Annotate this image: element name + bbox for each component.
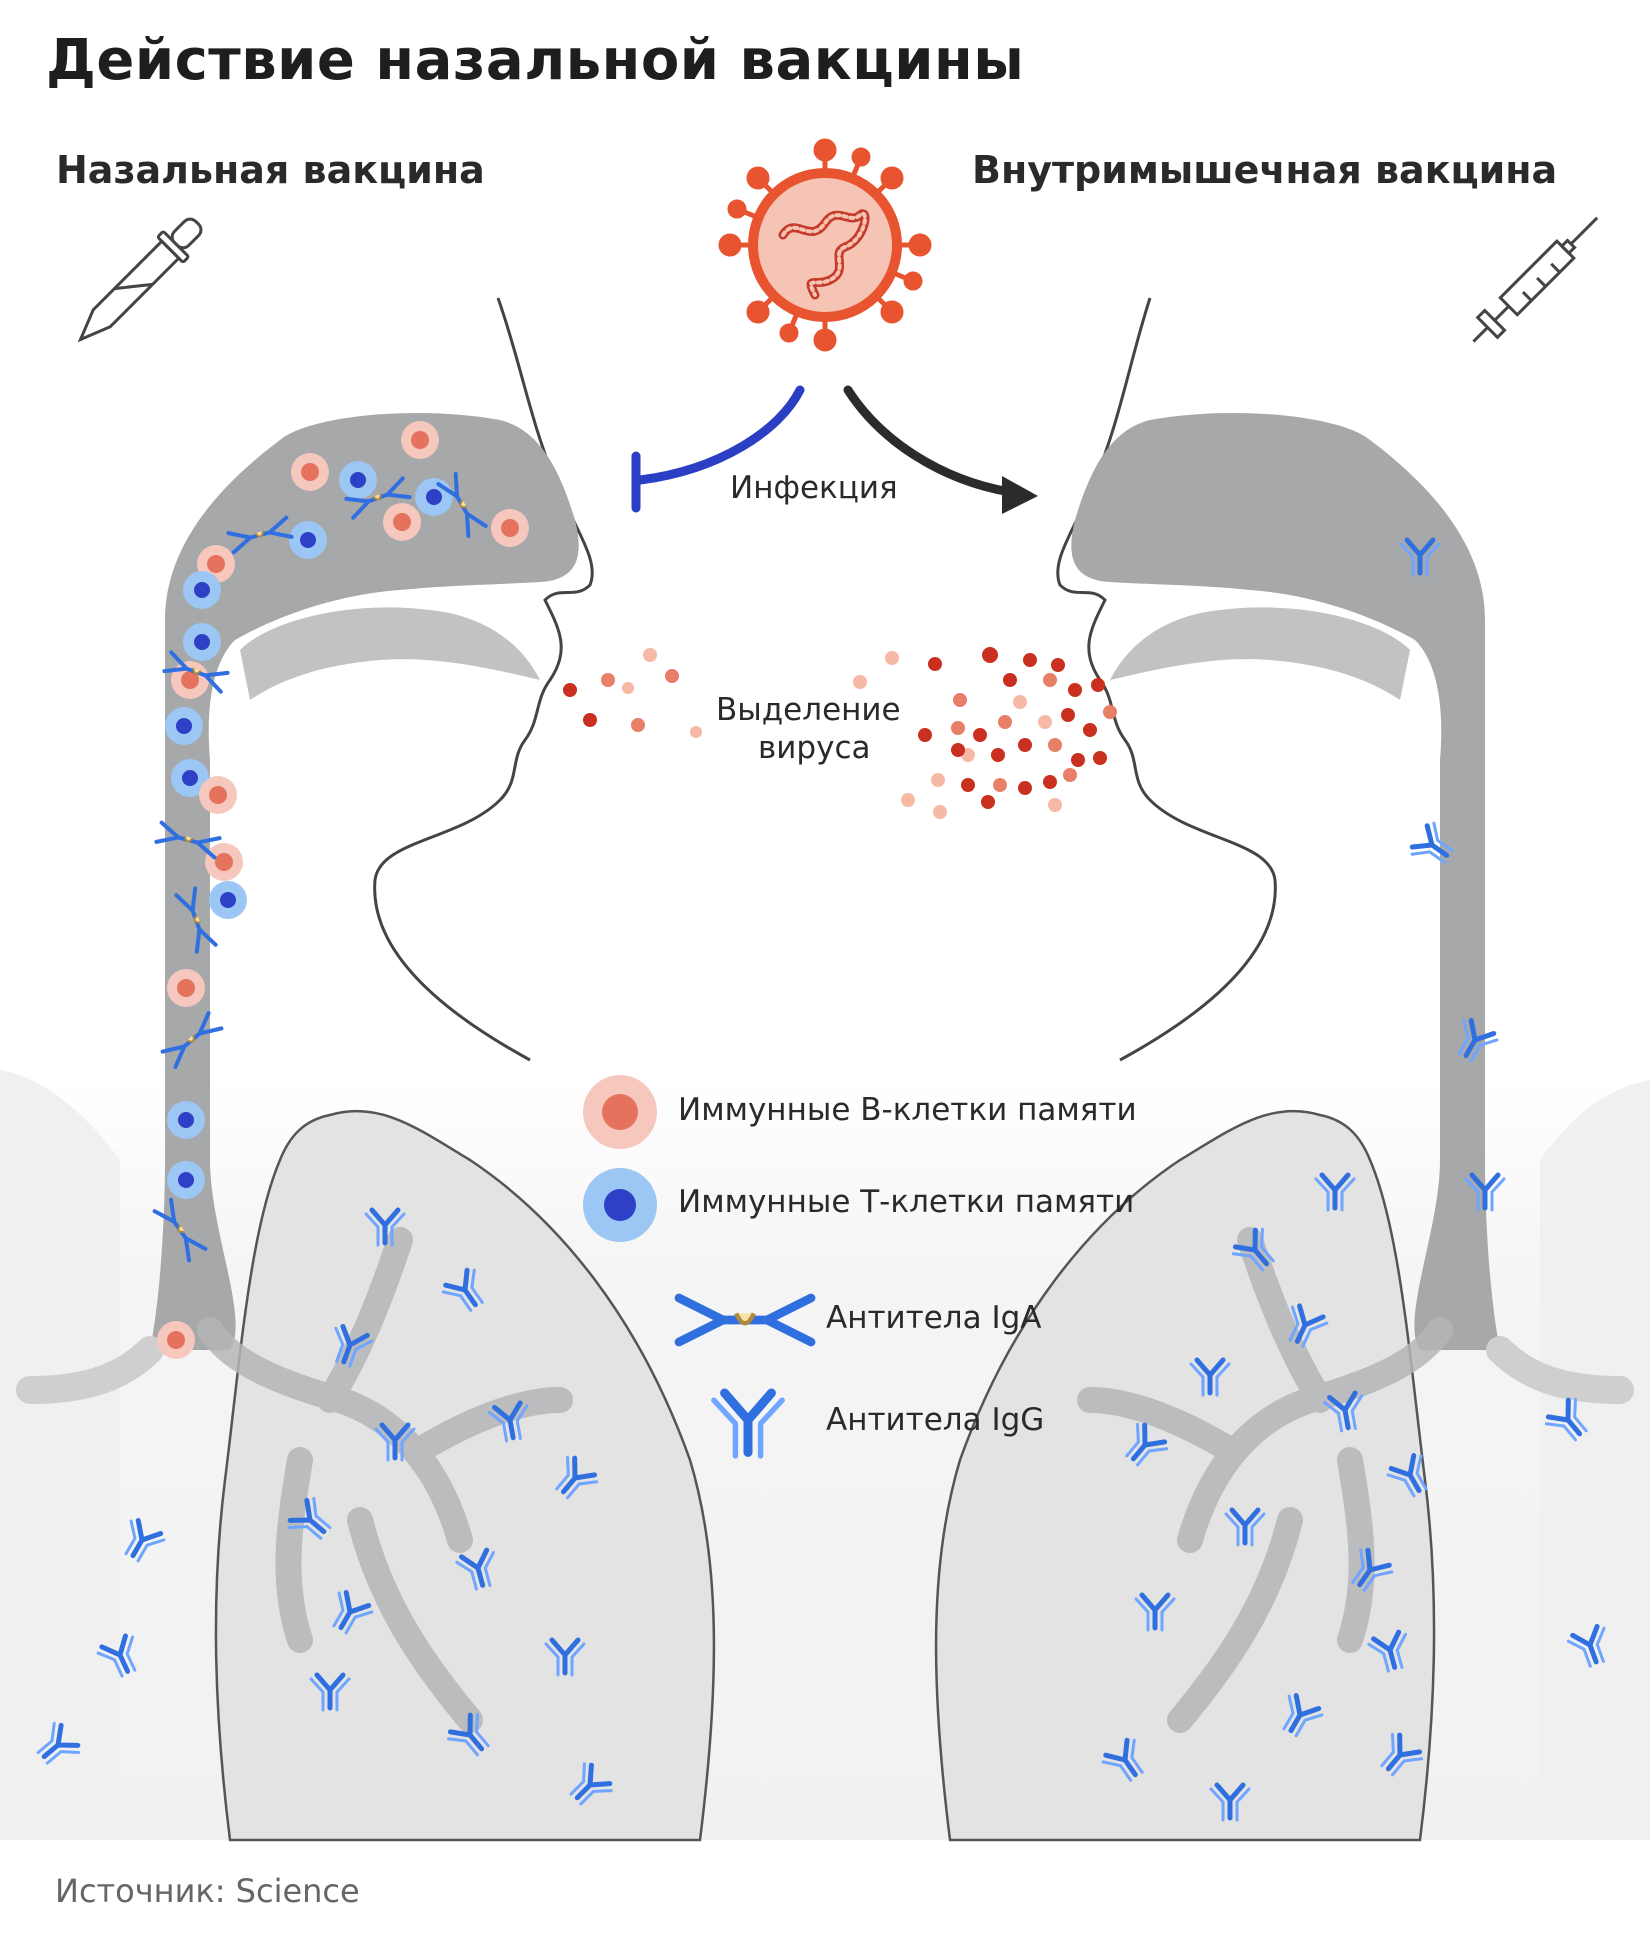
left-airway xyxy=(150,412,579,1351)
right-oral-cavity xyxy=(1110,607,1410,700)
left-oral-cavity xyxy=(240,607,540,700)
legend-b-cells: Иммунные В-клетки памяти xyxy=(678,1092,1137,1128)
legend-t-cell-icon xyxy=(583,1168,657,1242)
right-head-outline xyxy=(1056,297,1277,1062)
infection-label: Инфекция xyxy=(730,470,898,506)
legend-iga: Антитела IgA xyxy=(826,1300,1042,1336)
shedding-label-line1: Выделение xyxy=(716,692,901,728)
left-outer-lung xyxy=(0,1070,120,1840)
source-note: Источник: Science xyxy=(55,1872,360,1910)
virus-shedding-dots xyxy=(563,647,1117,819)
right-header: Внутримышечная вакцина xyxy=(972,148,1558,192)
right-bronchi xyxy=(1077,1227,1453,1733)
infection-arrow xyxy=(843,385,1015,497)
blocked-infection-arrow xyxy=(635,385,805,485)
left-bronchi xyxy=(197,1227,573,1733)
shedding-label-line2: вируса xyxy=(758,730,871,766)
legend-t-cells: Иммунные Т-клетки памяти xyxy=(678,1184,1135,1220)
page-title: Действие назальной вакцины xyxy=(46,28,1025,93)
left-bronchus-out xyxy=(16,1336,164,1404)
infection-arrowhead xyxy=(1002,476,1038,514)
legend-b-cell-icon xyxy=(583,1075,657,1149)
right-lung xyxy=(934,1109,1436,1842)
legend-igg: Антитела IgG xyxy=(826,1402,1045,1438)
right-outer-lung xyxy=(1540,1080,1650,1840)
virus-icon xyxy=(718,138,932,352)
syringe-icon xyxy=(1472,216,1599,343)
dropper-icon xyxy=(77,217,203,343)
right-bronchus-out xyxy=(1486,1336,1634,1404)
left-lung xyxy=(214,1109,716,1842)
right-airway xyxy=(1071,412,1500,1351)
left-head-outline xyxy=(373,297,594,1062)
left-header: Назальная вакцина xyxy=(56,148,485,192)
